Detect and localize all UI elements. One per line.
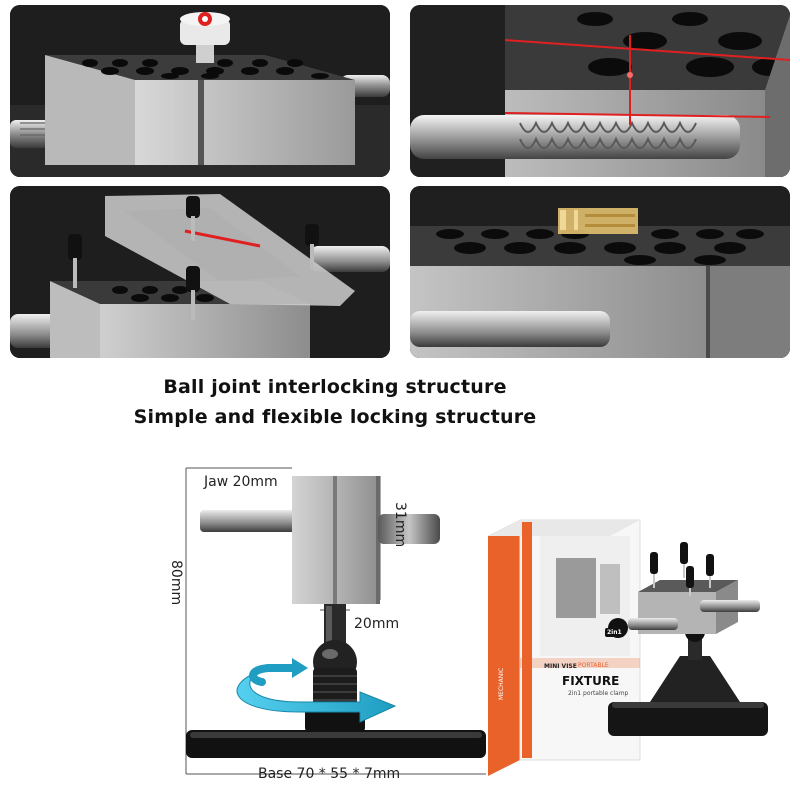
box-badge: 2in1: [605, 628, 624, 637]
box-subtitle: PORTABLE: [578, 662, 609, 669]
jaw-width-label: Jaw 20mm: [204, 474, 278, 490]
box-product-name: FIXTURE: [562, 674, 620, 688]
photo-panel-top-right: [410, 5, 790, 177]
box-brand: MECHANIC: [498, 667, 505, 700]
jaw-height-label: 31mm: [392, 502, 408, 548]
product-box: [488, 519, 641, 776]
dimension-diagram: [185, 467, 768, 776]
box-series: MINI VISE: [544, 663, 577, 670]
base-size-label: Base 70 * 55 * 7mm: [258, 766, 401, 782]
headline-line-2: Simple and flexible locking structure: [133, 406, 537, 428]
box-tagline: 2in1 portable clamp: [568, 690, 629, 697]
neck-height-label: 20mm: [354, 616, 400, 632]
product-stand: [608, 542, 768, 736]
headline-line-1: Ball joint interlocking structure: [163, 376, 507, 398]
photo-panel-middle-right: [410, 186, 790, 358]
photo-panel-top-left: [10, 5, 390, 177]
total-height-label: 80mm: [168, 560, 184, 606]
photo-panel-middle-left: [10, 186, 390, 358]
